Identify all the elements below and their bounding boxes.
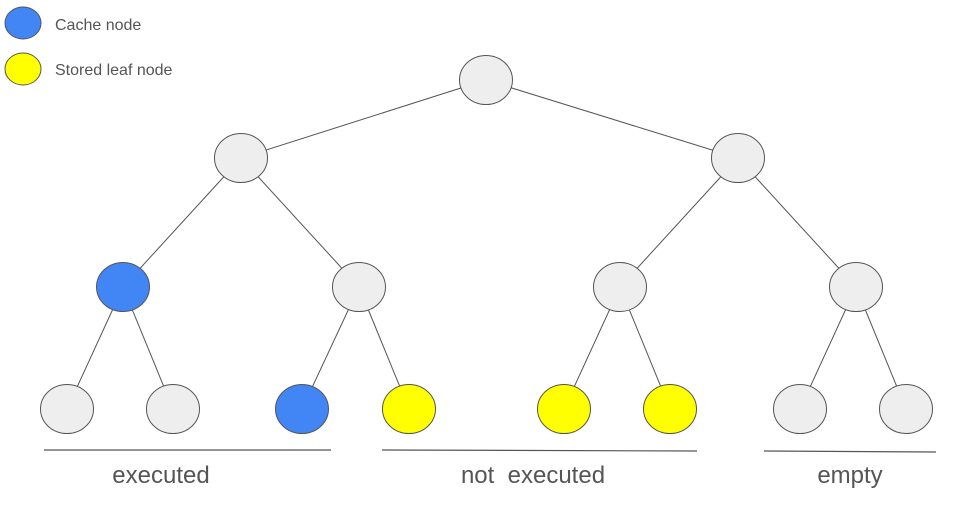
group-empty: empty (763, 450, 937, 489)
group-label-executed: executed (112, 462, 209, 489)
edge-l1a-l2b (240, 157, 360, 288)
legend-cache-swatch (4, 6, 42, 40)
group-not-executed: not executed (381, 449, 698, 489)
tree-edges (66, 79, 907, 410)
legend-stored-label: Stored leaf node (55, 62, 173, 79)
legend-stored-swatch (4, 52, 42, 86)
tree-node (593, 262, 647, 312)
tree-node (40, 384, 94, 434)
edge-l1a-l2a (122, 157, 242, 288)
tree-node (773, 384, 827, 434)
tree-node (711, 133, 765, 183)
edge-root-right (485, 79, 739, 159)
tree-node (829, 262, 883, 312)
group-executed: executed (44, 449, 331, 489)
tree-node (879, 384, 933, 434)
cache-node (96, 262, 150, 312)
tree-node (332, 262, 386, 312)
group-bracket-line (381, 449, 698, 452)
edge-l1b-l2d (737, 157, 857, 288)
tree-nodes (40, 55, 933, 434)
edge-root-left (240, 79, 487, 159)
legend-cache-label: Cache node (55, 17, 141, 34)
group-label-not-executed: not executed (461, 462, 605, 489)
cache-node (275, 384, 329, 434)
group-bracket-line (763, 450, 937, 453)
stored-leaf-node (382, 384, 436, 434)
edge-l1b-l2c (619, 157, 739, 288)
stored-leaf-node (537, 384, 591, 434)
tree-node (146, 384, 200, 434)
group-label-empty: empty (817, 462, 882, 489)
tree-node (459, 55, 513, 105)
legend: Cache node Stored leaf node (4, 6, 173, 86)
stored-leaf-node (643, 384, 697, 434)
tree-node (214, 133, 268, 183)
